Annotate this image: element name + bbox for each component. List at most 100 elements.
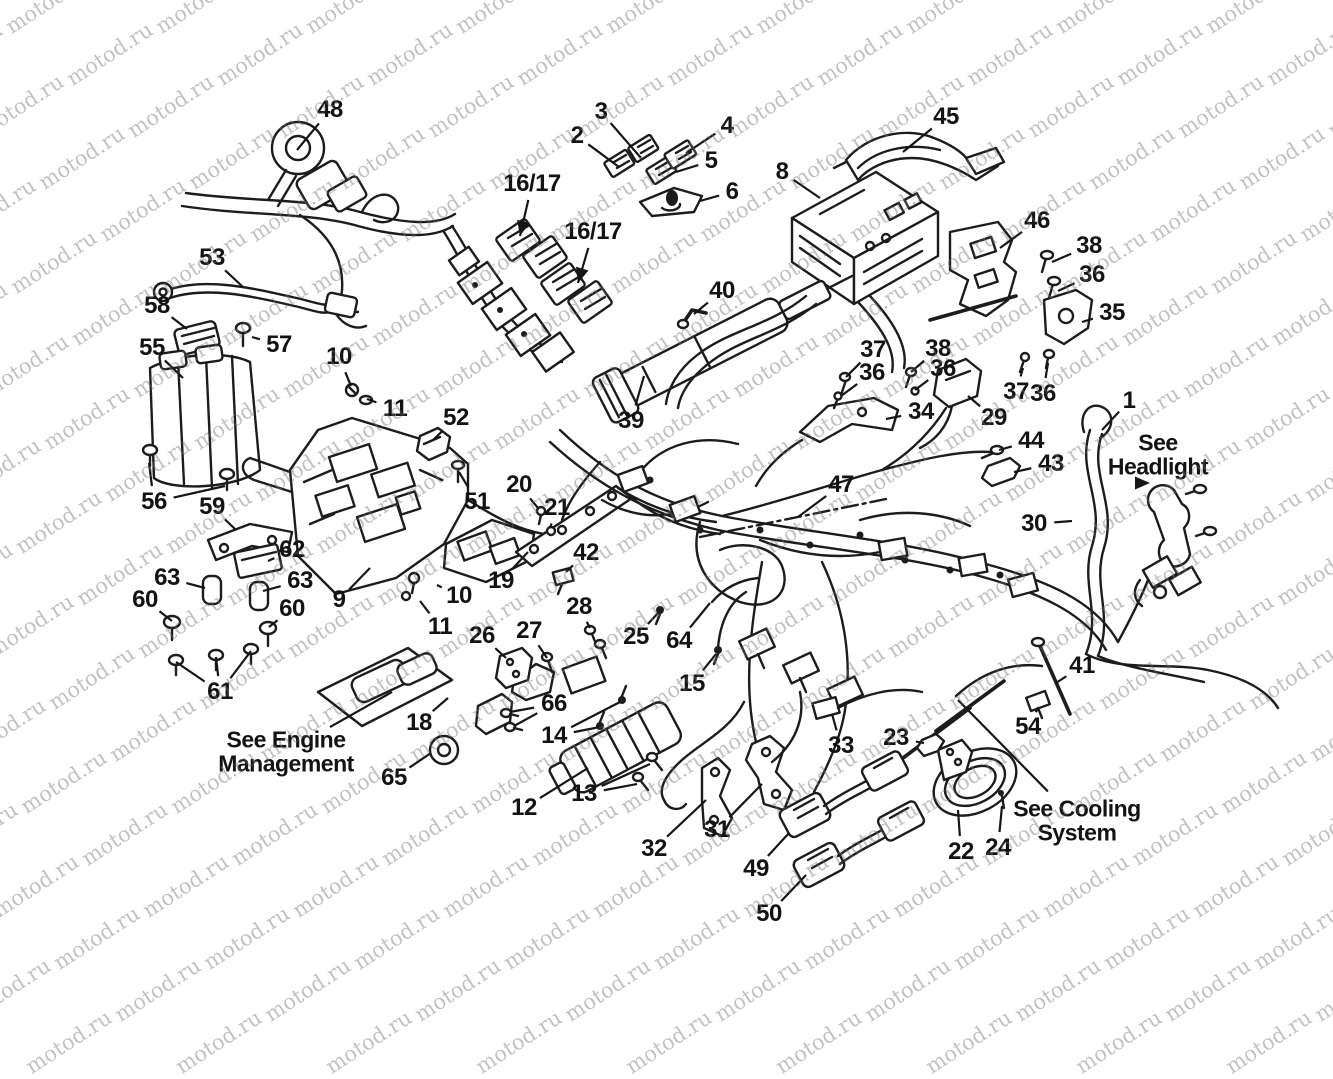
- leader-line: [214, 656, 220, 677]
- leader-line: [792, 178, 821, 199]
- callout-62: 62: [279, 536, 305, 563]
- battery-cables: [664, 294, 906, 410]
- leader-line: [675, 163, 699, 174]
- callout-50: 50: [756, 900, 782, 927]
- callout-48: 48: [317, 96, 343, 123]
- callout-55: 55: [139, 334, 165, 361]
- callout-20: 20: [506, 471, 532, 498]
- callout-42: 42: [573, 539, 599, 566]
- callout-38: 38: [1076, 232, 1102, 259]
- leader-line: [173, 484, 226, 499]
- leader-line: [1057, 282, 1075, 292]
- part-47-rod: [698, 497, 888, 539]
- leader-line: [845, 361, 862, 378]
- leader-line: [840, 383, 858, 397]
- leader-line: [262, 585, 282, 593]
- leader-line: [647, 612, 659, 625]
- note-line: Headlight: [1107, 454, 1209, 480]
- callout-60: 60: [279, 595, 305, 622]
- leader-line: [689, 602, 711, 629]
- callout-18: 18: [406, 709, 432, 736]
- leader-line: [186, 582, 206, 590]
- callout-23: 23: [883, 724, 909, 751]
- leader-line: [780, 874, 807, 902]
- leader-line: [494, 647, 507, 659]
- leader-line: [224, 518, 237, 531]
- callout-66: 66: [541, 690, 567, 717]
- part-40-bolt: [676, 308, 708, 330]
- note-line: See: [1138, 429, 1178, 456]
- callout-58: 58: [144, 292, 170, 319]
- watermark-text: motod.ru: [471, 1005, 567, 1079]
- callout-31: 31: [704, 816, 730, 843]
- callout-40: 40: [709, 277, 735, 304]
- note-line: See Cooling: [1013, 795, 1141, 822]
- callout-16/17: 16/17: [564, 218, 622, 245]
- leader-line: [432, 429, 444, 441]
- part-19-rail: [514, 484, 722, 568]
- callout-47: 47: [828, 471, 854, 498]
- leader-line: [915, 740, 925, 745]
- callout-36: 36: [859, 359, 885, 386]
- callout-12: 12: [511, 794, 537, 821]
- callout-46: 46: [1024, 207, 1050, 234]
- leader-line: [1034, 707, 1039, 713]
- part-45-strap: [832, 131, 1006, 182]
- watermark-text: motod.ru: [1221, 1005, 1317, 1079]
- watermark-text: motod.ru: [1071, 1005, 1167, 1079]
- callout-64: 64: [666, 627, 692, 654]
- leader-line: [147, 462, 154, 487]
- callout-37: 37: [860, 336, 886, 363]
- callout-61: 61: [207, 678, 233, 705]
- part-55-coil: [141, 343, 262, 492]
- callout-11: 11: [382, 395, 408, 422]
- callout-39: 39: [618, 407, 644, 434]
- leader-line: [634, 375, 646, 406]
- callout-57: 57: [266, 331, 292, 358]
- part-33-connector: [811, 688, 924, 721]
- callout-14: 14: [541, 722, 567, 749]
- part-2-3-4-5-fuses: [603, 133, 698, 185]
- watermark-text: motod.ru: [171, 1005, 267, 1079]
- leader-line: [728, 783, 763, 819]
- callout-44: 44: [1018, 427, 1044, 454]
- callout-63: 63: [287, 567, 313, 594]
- callout-54: 54: [1015, 713, 1041, 740]
- callout-59: 59: [199, 493, 225, 520]
- callout-41: 41: [1069, 652, 1095, 679]
- callout-28: 28: [566, 593, 592, 620]
- leader-line: [164, 359, 184, 379]
- leader-line: [666, 799, 707, 838]
- callout-56: 56: [141, 488, 167, 515]
- callout-29: 29: [981, 404, 1007, 431]
- note-line: See Engine: [226, 726, 346, 753]
- harness-bottom-hooks: [660, 690, 803, 811]
- part-38-36-bolts-right: [1039, 249, 1062, 300]
- note-line: Management: [218, 751, 354, 777]
- part-42-clip: [551, 566, 575, 596]
- leader-line: [587, 143, 620, 168]
- callout-5: 5: [704, 147, 718, 174]
- leader-line: [366, 397, 377, 404]
- part-34-bracket: [754, 366, 920, 488]
- leader-line: [998, 805, 1004, 833]
- callout-36: 36: [1030, 380, 1056, 407]
- leader-line: [509, 706, 535, 714]
- callout-53: 53: [199, 244, 225, 271]
- leader-line: [229, 650, 252, 679]
- callout-10: 10: [446, 582, 472, 609]
- callout-6: 6: [725, 178, 739, 205]
- watermark-text: motod.ru: [621, 1005, 717, 1079]
- diagram-line-art: [141, 120, 1280, 889]
- leader-line: [436, 584, 443, 589]
- leader-line: [170, 316, 188, 330]
- callout-45: 45: [933, 103, 959, 130]
- leader-line: [1019, 367, 1025, 377]
- leader-line: [537, 644, 548, 659]
- leader-line: [1055, 675, 1067, 684]
